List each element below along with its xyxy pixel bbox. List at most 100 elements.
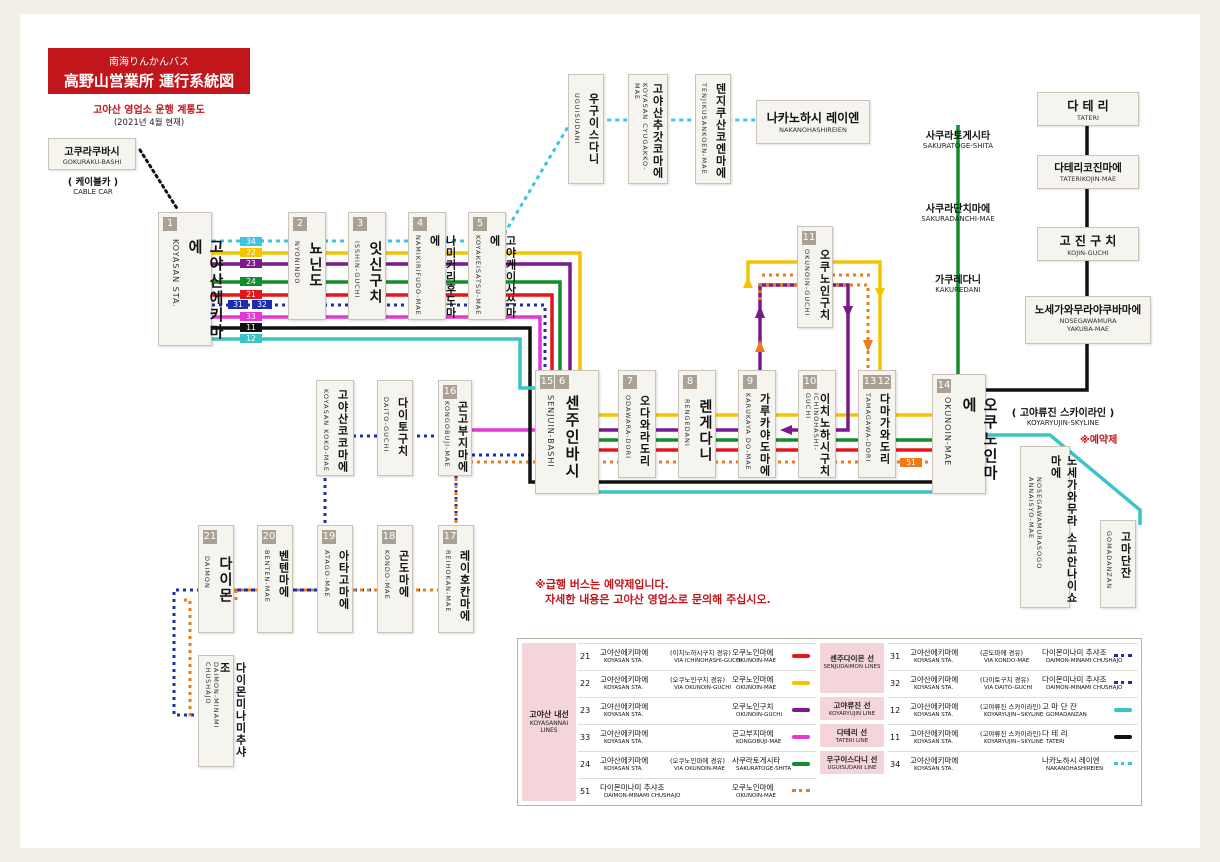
stop-11-okunoin-guchi[interactable]: 11 오쿠노인구치 OKUNOIN-GUCHI [797,226,833,328]
stop-4-namikirifudo-mae[interactable]: 4 나미키리후도마에 NAMIKIRIFUDO-MAE [408,212,457,320]
route-badge-51: 51 [900,458,922,467]
stop-label: 가쿠레다니 [935,275,981,286]
legend-to: 고 마 단 잔 [1042,702,1077,711]
stop-label: 오쿠노인마에 [960,397,999,482]
stop-8-rengedani[interactable]: 8 렌게다니 RENGEDANI [678,370,716,478]
stop-label: 곤고부지마에 [456,401,469,473]
stop-1-koyasan-sta[interactable]: 1 고야산에키마에 KOYASAN STA. [158,212,225,346]
stop-romaji: KAKUREDANI [935,286,981,294]
stop-koyasan-cyugakko-mae[interactable]: 고야산추갓코마에 KOYASAN CYUGAKKO-MAE [628,74,668,184]
stop-label: 우구이스다니 [587,93,600,165]
stop-6-senjuin-bashi[interactable]: 15 6 센주인바시 SENJUIN-BASHI [535,370,599,494]
stop-romaji: SENJUIN-BASHI [546,395,555,468]
legend-to: 곤고부지마에 [732,729,774,738]
legend-route-no: 23 [580,706,591,715]
stop-kakuredani[interactable]: 가쿠레다니 KAKUREDANI [908,271,1008,294]
stop-17-reihokan-mae[interactable]: 17 레이호칸마에 REIHOKAN-MAE [438,525,474,633]
stop-label: 고야산추갓코마에 [651,83,664,179]
stop-9-karukaya-do-mae[interactable]: 9 가루카야도마에 KARUKAYA DO-MAE [738,370,776,478]
legend-line-swatch [1114,654,1132,657]
stop-nakanohashireien[interactable]: 나카노하시 레이엔 NAKANOHASHIREIEN [756,100,870,144]
stop-number: 3 [353,217,367,231]
notice-line2: 자세한 내용은 고야산 영업소로 문의해 주십시오. [545,593,771,606]
legend-group-ko: 센주다이몬 선 [829,654,874,663]
stop-romaji: TENJIKUSANKOEN-MAE [700,83,708,175]
stop-romaji: KOYASAN STA. [171,239,180,308]
stop-tenjikusankoen-mae[interactable]: 덴지쿠산코엔마에 TENJIKUSANKOEN-MAE [695,74,731,184]
stop-uguisudani[interactable]: 우구이스다니 UGUISUDANI [568,74,604,184]
stop-label: 고야케이사쓰마에 [488,235,517,319]
stop-romaji: GOMADANZAN [1105,531,1113,590]
stop-romaji: RENGEDANI [683,399,691,447]
stop-number: 8 [683,375,697,389]
stop-3-isshin-guchi[interactable]: 3 잇신구치 ISSHIN-GUCHI [348,212,386,320]
stop-taterikojin-mae[interactable]: 다테리코진마에 TATERIKOJIN-MAE [1037,155,1139,189]
legend-from-ro: KOYASAN STA. [914,685,954,691]
legend-route-no: 33 [580,733,591,742]
legend-via-ro: KOYARYUJIN−SKYLINE [984,739,1044,745]
stop-label: 노세가와무라 소고안나이쇼마에 [1049,455,1078,604]
legend-via-ro: VIA DAITO-GUCHI [984,685,1033,691]
stop-label: 고 진 구 치 [1059,234,1117,248]
legend-to: 사쿠라토게시타 [732,756,781,765]
stop-2-nyonindo[interactable]: 2 뇨닌도 NYONINDO [288,212,326,320]
stop-romaji: DAIMON-MINAMI CHUSHAJO [204,662,220,729]
stop-label: 다 테 리 [1067,99,1109,113]
legend-to: 다이몬미나미 추샤조 [1042,675,1107,684]
stop-romaji: KOYAKEISATSU-MAE [474,235,482,316]
stop-sakuratoge-shita[interactable]: 사쿠라토게시타 SAKURATOGE-SHITA [908,127,1008,150]
legend-from: 고야산에키마에 [910,702,959,711]
stop-gokuraku-bashi[interactable]: 고쿠라쿠바시 GOKURAKU-BASHI [48,138,136,170]
route-12-line [212,337,1142,525]
stop-number: 2 [293,217,307,231]
stop-romaji: NYONINDO [293,241,301,285]
skyline-ko: ( 고야류진 스카이라인 ) [1011,408,1115,419]
route-badge-12: 12 [240,334,262,343]
stop-10-ichinohashi-guchi[interactable]: 10 이치노하시구치 ICHINOHASHI-GUCHI [798,370,836,478]
legend-to-ro: GOMADANZAN [1046,712,1087,718]
stop-kojin-guchi[interactable]: 고 진 구 치 KOJIN-GUCHI [1037,227,1139,261]
legend-via: (오쿠노인구치 경유) [670,676,725,684]
stop-koyasan-koko-mae[interactable]: 고야산코코마에 KOYASAN KOKO-MAE [316,380,354,476]
stop-daimon-minami-chushajo[interactable]: 다이몬미나미추샤조 DAIMON-MINAMI CHUSHAJO [198,655,247,767]
stop-5-koyakeisatsu-mae[interactable]: 5 고야케이사쓰마에 KOYAKEISATSU-MAE [468,212,517,320]
arrow-down-icon [875,288,885,300]
stop-20-benten-mae[interactable]: 20 벤텐마에 BENTEN-MAE [257,525,293,633]
stop-label: 가루카야도마에 [758,393,771,477]
stop-tateri[interactable]: 다 테 리 TATERI [1037,92,1139,126]
legend-via: (오쿠노인마에 경유) [670,757,725,765]
legend-route-no: 31 [890,652,901,661]
stop-12-tamagawa-dori[interactable]: 13 12 다마가와도리 TAMAGAWA-DORI [858,370,896,478]
stop-daito-guchi[interactable]: 다이토구치 DAITO-GUCHI [377,380,413,476]
stop-gomadanzan[interactable]: 고마단잔 GOMADANZAN [1100,520,1136,608]
legend-to-ro: SAKURATOGE-SHITA [736,766,792,772]
legend-to-ro: DAIMON-MINAMI CHUSHAJO [1046,658,1123,664]
stop-14-okunoin-mae[interactable]: 14 오쿠노인마에 OKUNOIN-MAE [932,374,999,494]
stop-nosegawamura-yakuba-mae[interactable]: 노세가와무라야쿠바마에 NOSEGAWAMURA YAKUBA-MAE [1025,296,1151,344]
legend-line-swatch [1114,681,1132,684]
stop-label: 레이호칸마에 [458,550,471,622]
legend-to: 오쿠노인마에 [732,675,774,684]
reservation-notice: ※급행 버스는 예약제입니다. 자세한 내용은 고야산 영업소로 문의해 주십시… [535,577,771,607]
stop-sakuradanchi-mae[interactable]: 사쿠라단치마에 SAKURADANCHI-MAE [908,200,1008,223]
skyline-label: ( 고야류진 스카이라인 ) KOYARYUJIN-SKYLINE [988,404,1138,427]
header-sub-ko: 고야산 영업소 운행 계통도 [93,105,205,116]
stop-19-atago-mae[interactable]: 19 아타고마에 ATAGO-MAE [317,525,353,633]
stop-18-kondo-mae[interactable]: 18 곤도마에 KONDO-MAE [377,525,413,633]
stop-21-daimon[interactable]: 21 다이몬 DAIMON [198,525,234,633]
stop-number: 17 [443,530,457,544]
stop-romaji: ATAGO-MAE [323,550,331,598]
legend-group-ko: 고야류진 선 [833,701,871,710]
legend-group-ro: TATERI LINE [835,738,869,744]
stop-7-odawara-dori[interactable]: 7 오다와라도리 ODAWARA-DORI [618,370,656,478]
stop-label: 다이몬미나미추샤조 [218,662,247,758]
stop-number: 1 [163,217,177,231]
stop-nosegawamura-annaisyo-mae[interactable]: 노세가와무라 소고안나이쇼마에 NOSEGAWAMURASOGO ANNAISY… [1020,446,1078,608]
stop-label: 센주인바시 [563,395,581,480]
legend-from-ro: KOYASAN STA. [914,658,954,664]
stop-16-kongobuji-mae[interactable]: 16 곤고부지마에 KONGOBUJI-MAE [438,380,472,476]
